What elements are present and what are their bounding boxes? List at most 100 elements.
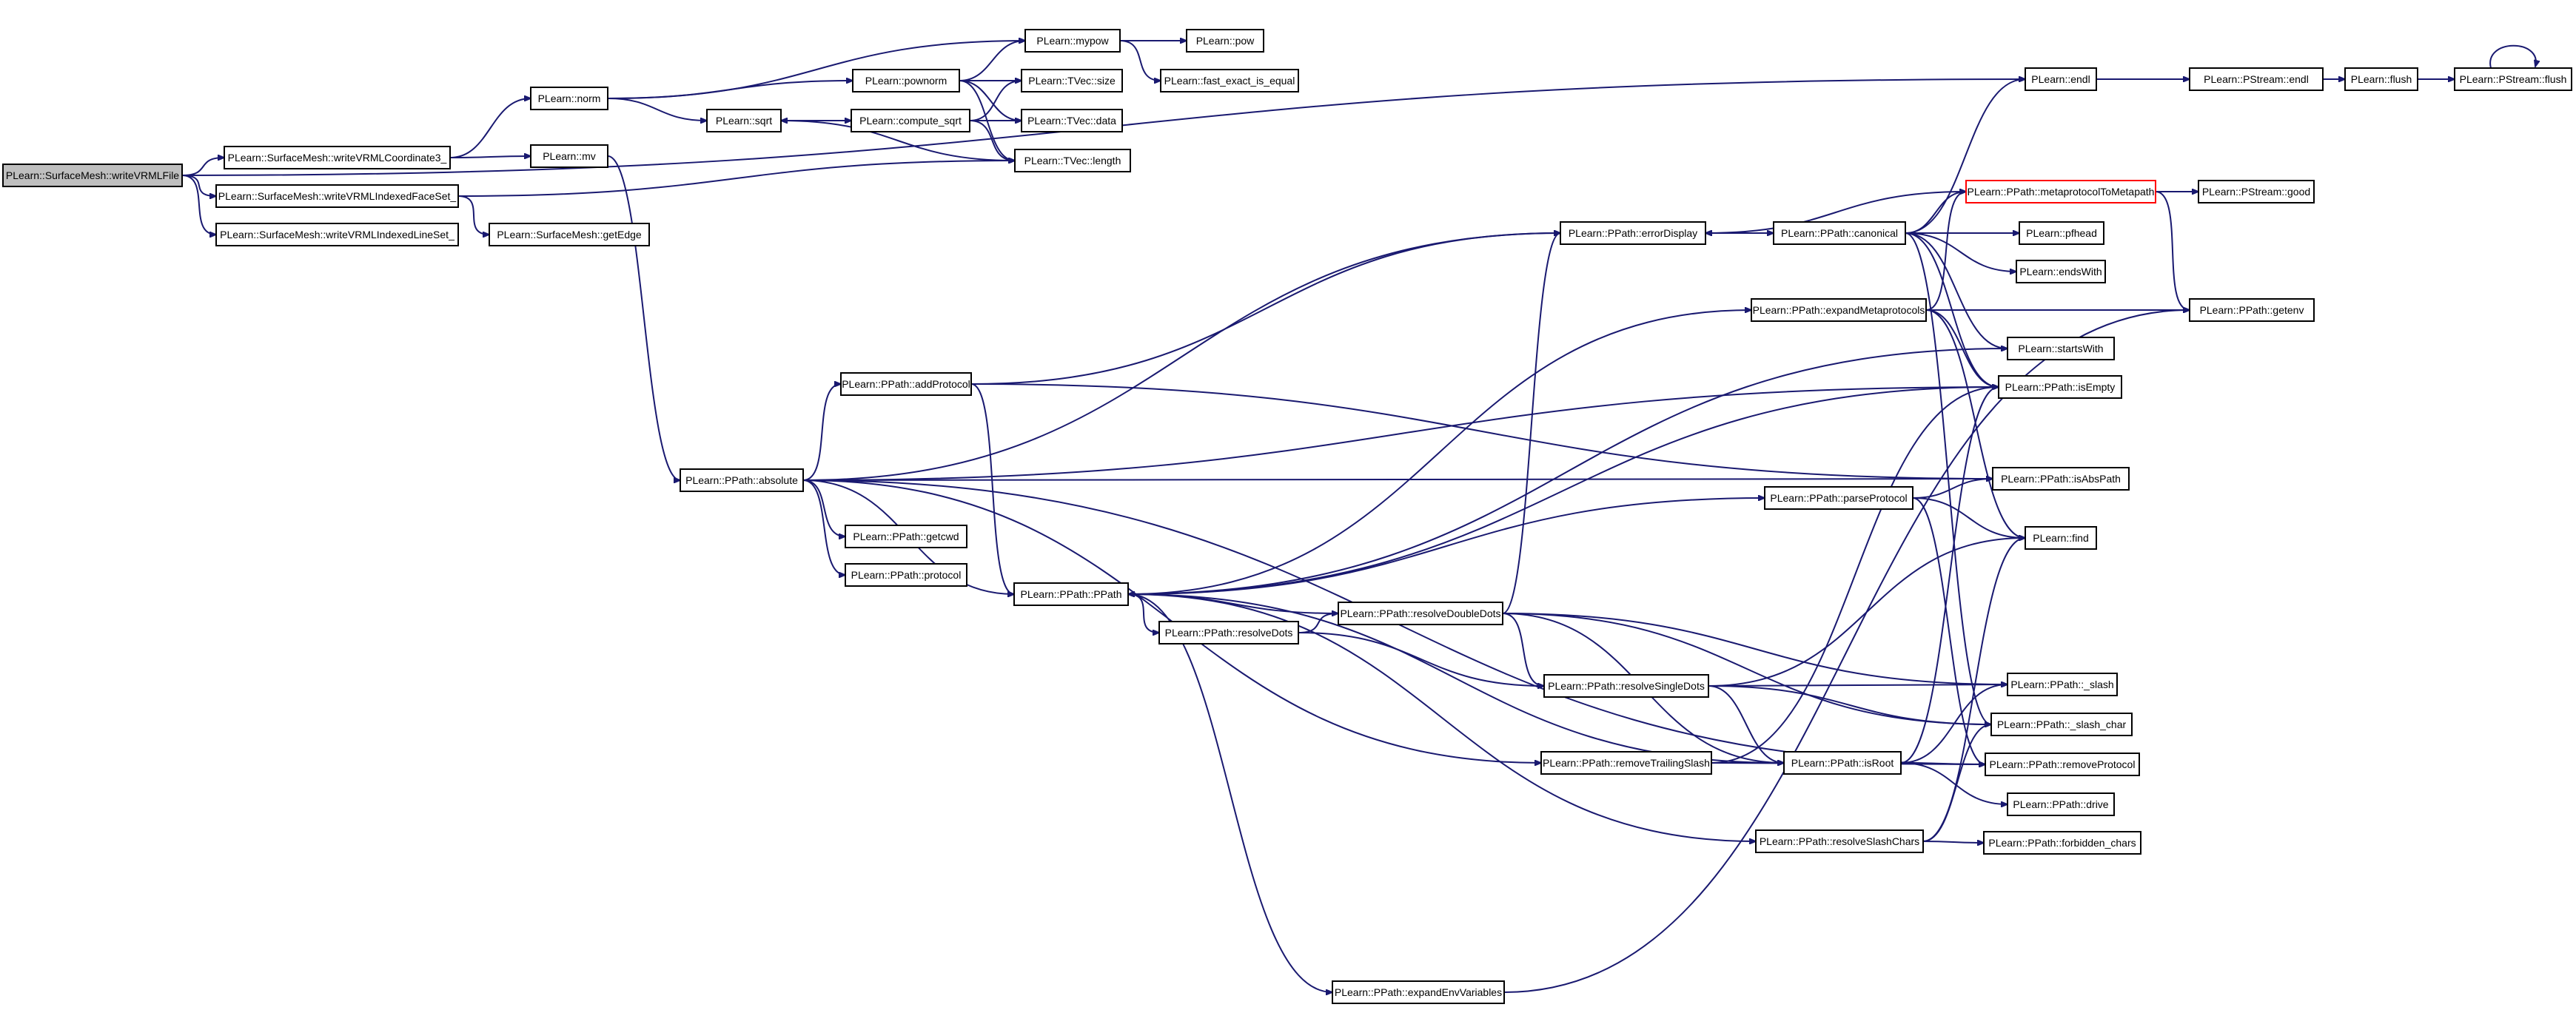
node-box (1543, 674, 1709, 698)
node-data[interactable]: PLearn::TVec::data (1021, 109, 1123, 132)
node-mypow[interactable]: PLearn::mypow (1024, 29, 1121, 53)
node-getenv[interactable]: PLearn::PPath::getenv (2189, 298, 2315, 322)
node-box (2, 164, 183, 187)
node-box (1560, 221, 1706, 245)
edge-PPath-to-expandEnvVariables (1127, 593, 1332, 992)
node-label: PLearn::PPath::isRoot (1791, 757, 1894, 769)
node-flush[interactable]: PLearn::flush (2344, 67, 2418, 91)
edge-resolveSingleDots-to-isRoot (1708, 685, 1784, 763)
node-removetrailingslash[interactable]: PLearn::PPath::removeTrailingSlash (1540, 751, 1712, 775)
node-pow[interactable]: PLearn::pow (1186, 29, 1264, 53)
node-label: PLearn::pfhead (2026, 227, 2097, 239)
edge-compute_sqrt-to-size (969, 81, 1022, 121)
node-fast-exact-is-equal[interactable]: PLearn::fast_exact_is_equal (1160, 69, 1299, 92)
node-resolvedoubledots[interactable]: PLearn::PPath::resolveDoubleDots (1338, 602, 1503, 625)
edge-canonical-to-endsWith (1905, 232, 2016, 272)
node-box (1992, 467, 2130, 491)
node-pstream-endl[interactable]: PLearn::PStream::endl (2189, 67, 2324, 91)
node-box (224, 146, 451, 169)
node-label: PLearn::SurfaceMesh::getEdge (497, 229, 642, 240)
node-isempty[interactable]: PLearn::PPath::isEmpty (1998, 375, 2122, 399)
node-box (1021, 109, 1123, 132)
node-endswith[interactable]: PLearn::endsWith (2016, 260, 2106, 283)
node-box (2025, 526, 2097, 550)
node-resolveslashchars[interactable]: PLearn::PPath::resolveSlashChars (1755, 829, 1924, 853)
node-absolute[interactable]: PLearn::PPath::absolute (680, 468, 804, 492)
node-norm[interactable]: PLearn::norm (530, 87, 608, 110)
node-protocol[interactable]: PLearn::PPath::protocol (845, 563, 967, 587)
node-label: PLearn::PStream::good (2202, 186, 2310, 198)
edge-PPath-to-startsWith (1127, 349, 2008, 595)
node-box (1773, 221, 1906, 245)
node-writevrmlindexedfaceset-[interactable]: PLearn::SurfaceMesh::writeVRMLIndexedFac… (215, 184, 459, 208)
node-expandmetaprotocols[interactable]: PLearn::PPath::expandMetaprotocols (1751, 298, 1927, 322)
node-getedge[interactable]: PLearn::SurfaceMesh::getEdge (489, 223, 650, 246)
node-addprotocol[interactable]: PLearn::PPath::addProtocol (840, 372, 972, 396)
edge-PPath-to-resolveSlashChars (1127, 593, 1756, 841)
edge-writeVRMLIndexedFaceSet_-to-getEdge (457, 195, 489, 235)
node-resolvesingledots[interactable]: PLearn::PPath::resolveSingleDots (1543, 674, 1709, 698)
edge-resolveSlashChars-to-_slash_char (1922, 724, 1991, 842)
node-label: PLearn::PPath::resolveSlashChars (1760, 835, 1919, 847)
edge-writeVRMLIndexedFaceSet_-to-length (457, 161, 1015, 197)
node-ppath[interactable]: PLearn::PPath::PPath (1013, 582, 1129, 606)
node-resolvedots[interactable]: PLearn::PPath::resolveDots (1158, 621, 1299, 644)
node-metaprotocoltometapath[interactable]: PLearn::PPath::metaprotocolToMetapath (1965, 180, 2156, 203)
edge-absolute-to-isAbsPath (802, 479, 1993, 480)
node--slash[interactable]: PLearn::PPath::_slash (2007, 673, 2118, 696)
node-endl[interactable]: PLearn::endl (2025, 67, 2097, 91)
node-find[interactable]: PLearn::find (2025, 526, 2097, 550)
edge-writeVRMLCoordinate3_-to-norm (449, 98, 531, 158)
node-label: PLearn::norm (538, 92, 601, 104)
node-box (2344, 67, 2418, 91)
edge-mv-to-absolute (607, 155, 680, 480)
node-label: PLearn::endsWith (2019, 266, 2102, 277)
edge-absolute-to-getcwd (802, 479, 845, 536)
edge-norm-to-sqrt (607, 98, 707, 121)
node-label: PLearn::fast_exact_is_equal (1164, 75, 1295, 87)
edge-isRoot-to-isEmpty (1900, 387, 1999, 764)
node-label: PLearn::PPath::_slash (2010, 679, 2113, 690)
node-getcwd[interactable]: PLearn::PPath::getcwd (845, 525, 967, 548)
node-writevrmlindexedlineset-[interactable]: PLearn::SurfaceMesh::writeVRMLIndexedLin… (215, 223, 459, 246)
node-pownorm[interactable]: PLearn::pownorm (852, 69, 960, 92)
node-writevrmlfile[interactable]: PLearn::SurfaceMesh::writeVRMLFile (2, 164, 183, 187)
edge-absolute-to-protocol (802, 479, 845, 575)
node-label: PLearn::mypow (1036, 35, 1109, 47)
node-box (530, 144, 608, 168)
node-box (489, 223, 650, 246)
node-box (1338, 602, 1503, 625)
node-sqrt[interactable]: PLearn::sqrt (706, 109, 782, 132)
node-size[interactable]: PLearn::TVec::size (1021, 69, 1123, 92)
nodes-layer: PLearn::SurfaceMesh::writeVRMLFilePLearn… (2, 29, 2572, 1004)
node-writevrmlcoordinate3-[interactable]: PLearn::SurfaceMesh::writeVRMLCoordinate… (224, 146, 451, 169)
node-expandenvvariables[interactable]: PLearn::PPath::expandEnvVariables (1332, 980, 1505, 1004)
node-parseprotocol[interactable]: PLearn::PPath::parseProtocol (1764, 486, 1913, 510)
node-box (1332, 980, 1505, 1004)
node-label: PLearn::PStream::endl (2204, 73, 2309, 85)
node--slash-char[interactable]: PLearn::PPath::_slash_char (1990, 713, 2133, 736)
node-box (1755, 829, 1924, 853)
node-drive[interactable]: PLearn::PPath::drive (2007, 792, 2115, 816)
node-good[interactable]: PLearn::PStream::good (2198, 180, 2315, 203)
node-mv[interactable]: PLearn::mv (530, 144, 608, 168)
node-startswith[interactable]: PLearn::startsWith (2007, 337, 2115, 360)
edge-isRoot-to-_slash (1900, 684, 2008, 764)
node-forbidden-chars[interactable]: PLearn::PPath::forbidden_chars (1983, 831, 2141, 855)
node-errordisplay[interactable]: PLearn::PPath::errorDisplay (1560, 221, 1706, 245)
node-isroot[interactable]: PLearn::PPath::isRoot (1783, 751, 1902, 775)
node-label: PLearn::PPath::addProtocol (842, 378, 970, 390)
node-box (2189, 298, 2315, 322)
node-box (2007, 337, 2115, 360)
edge-pownorm-to-length (959, 80, 1015, 161)
node-pstream-flush[interactable]: PLearn::PStream::flush (2454, 67, 2572, 91)
node-isabspath[interactable]: PLearn::PPath::isAbsPath (1992, 467, 2130, 491)
node-compute-sqrt[interactable]: PLearn::compute_sqrt (851, 109, 970, 132)
node-removeprotocol[interactable]: PLearn::PPath::removeProtocol (1985, 753, 2140, 776)
node-length[interactable]: PLearn::TVec::length (1014, 149, 1131, 172)
node-canonical[interactable]: PLearn::PPath::canonical (1773, 221, 1906, 245)
edge-canonical-to-endl (1905, 79, 2025, 234)
edge-absolute-to-isEmpty (802, 387, 1999, 481)
node-pfhead[interactable]: PLearn::pfhead (2019, 221, 2104, 245)
node-box (1024, 29, 1121, 53)
